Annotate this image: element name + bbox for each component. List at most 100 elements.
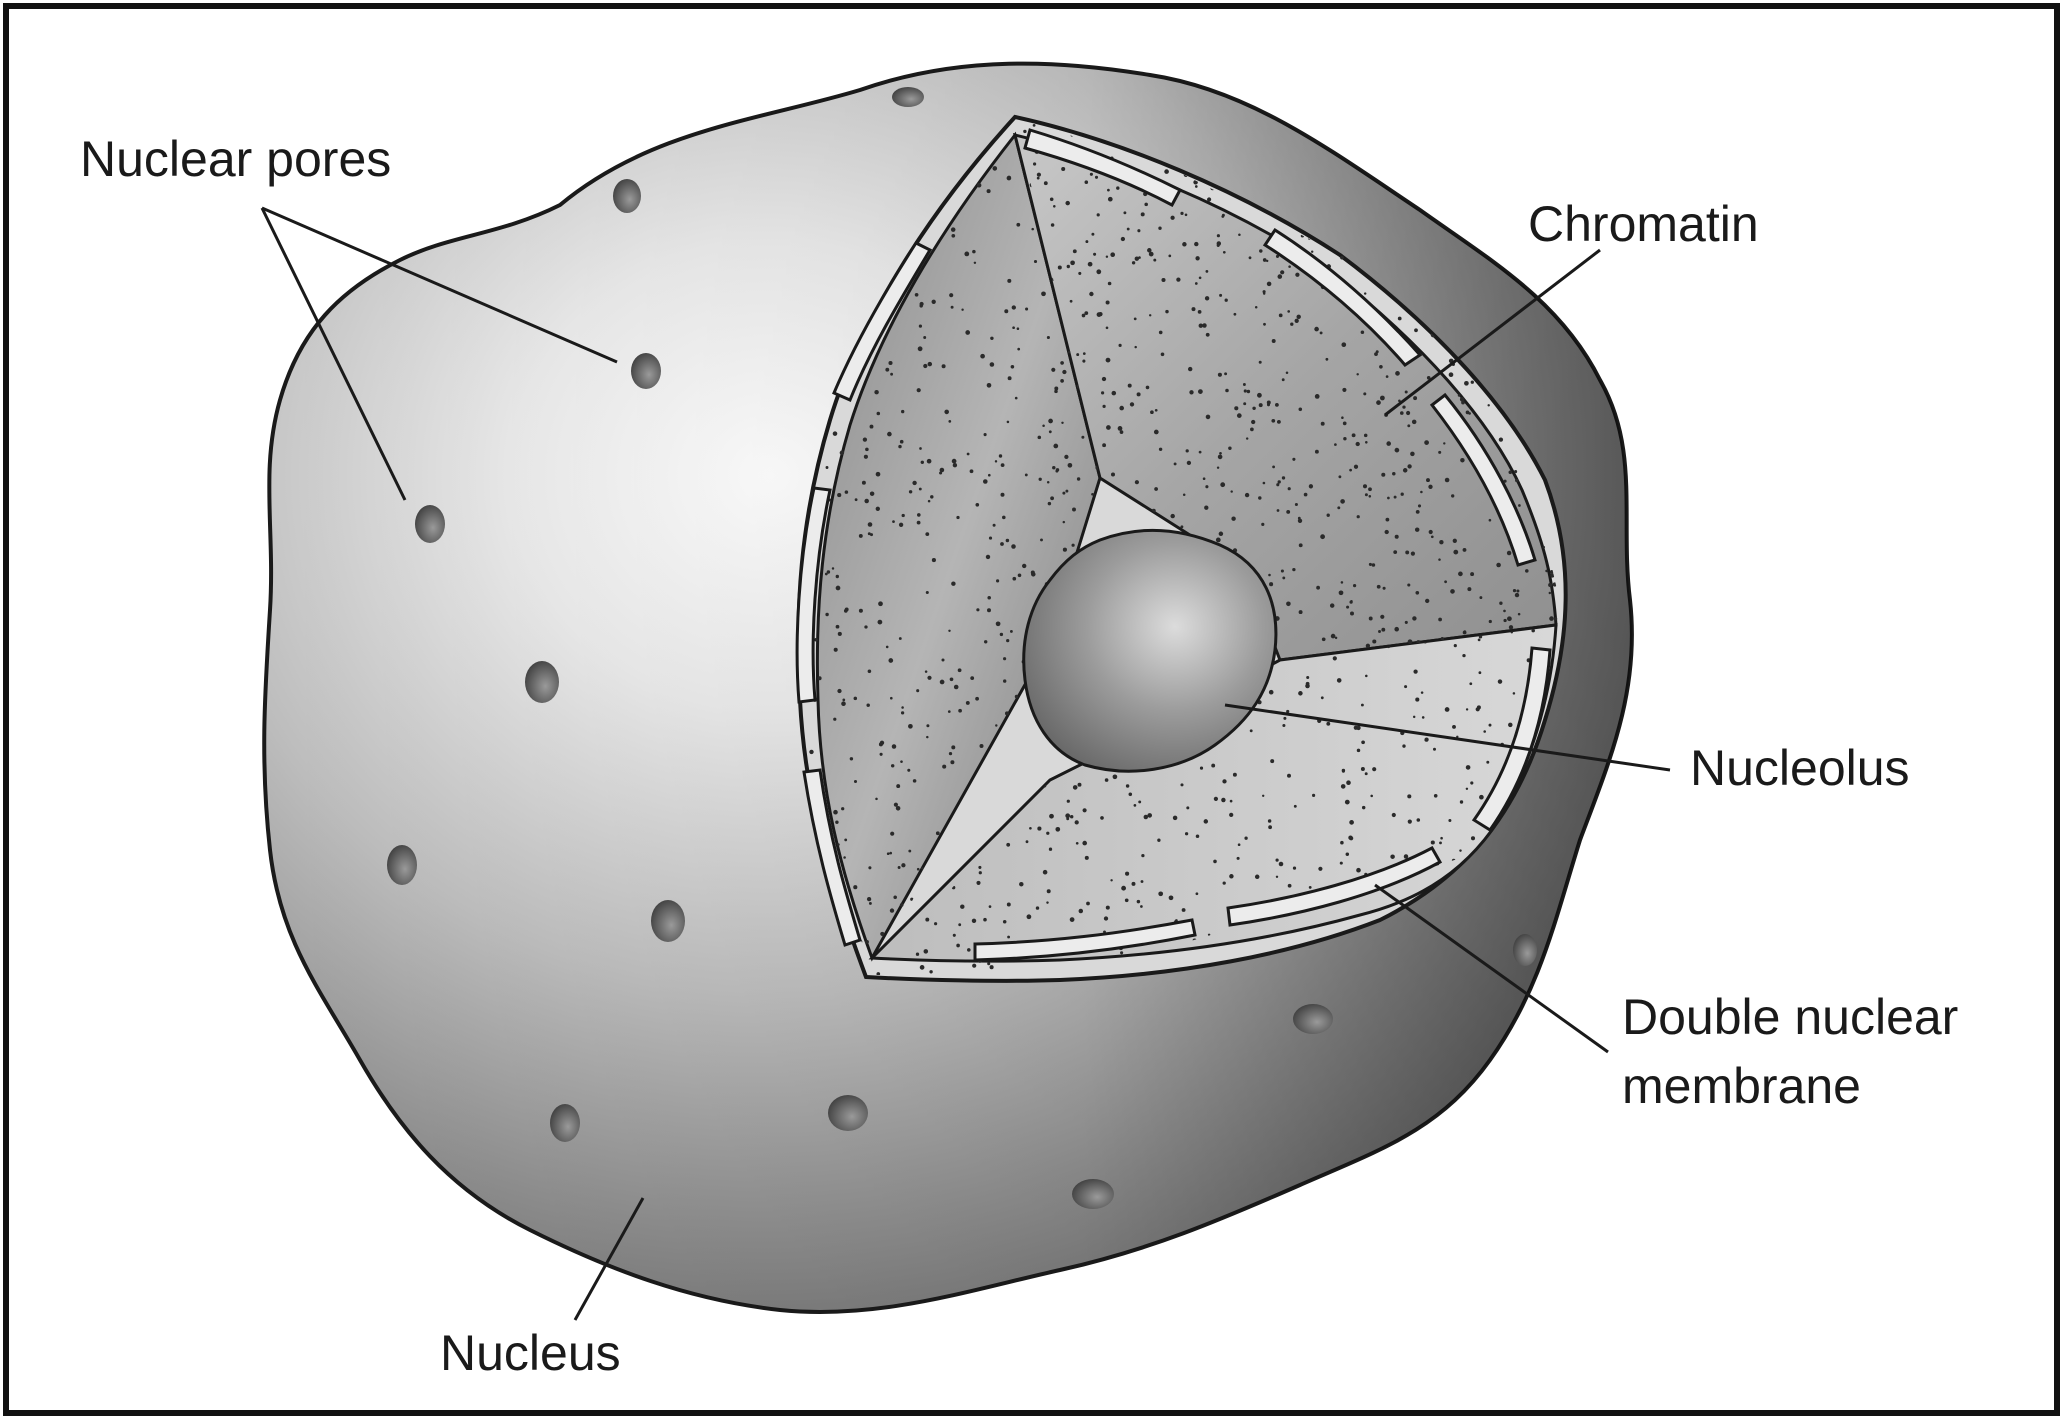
chromatin-dot bbox=[880, 753, 883, 756]
chromatin-dot bbox=[1018, 574, 1022, 578]
chromatin-dot bbox=[1340, 499, 1345, 504]
chromatin-dot bbox=[1185, 832, 1188, 835]
chromatin-dot bbox=[1280, 270, 1284, 274]
chromatin-dot bbox=[1353, 584, 1356, 587]
chromatin-dot bbox=[1218, 373, 1222, 377]
chromatin-dot bbox=[1467, 116, 1471, 120]
chromatin-dot bbox=[901, 410, 904, 413]
chromatin-dot bbox=[1283, 717, 1286, 720]
chromatin-dot bbox=[1361, 146, 1364, 149]
chromatin-dot bbox=[1405, 131, 1408, 134]
chromatin-dot bbox=[1001, 493, 1005, 497]
chromatin-dot bbox=[1243, 402, 1246, 405]
chromatin-dot bbox=[1287, 310, 1290, 313]
chromatin-dot bbox=[1385, 530, 1389, 534]
chromatin-dot bbox=[1309, 484, 1313, 488]
chromatin-dot bbox=[1144, 815, 1148, 819]
chromatin-dot bbox=[1085, 180, 1089, 184]
chromatin-dot bbox=[1180, 525, 1183, 528]
chromatin-dot bbox=[1247, 390, 1250, 393]
chromatin-dot bbox=[853, 885, 857, 889]
chromatin-dot bbox=[1218, 455, 1223, 460]
chromatin-dot bbox=[927, 676, 931, 680]
chromatin-dot bbox=[926, 736, 928, 738]
chromatin-dot bbox=[1149, 314, 1151, 316]
chromatin-dot bbox=[1320, 534, 1325, 539]
chromatin-dot bbox=[926, 591, 929, 594]
chromatin-dot bbox=[1073, 785, 1078, 790]
chromatin-dot bbox=[934, 922, 937, 925]
chromatin-dot bbox=[930, 495, 933, 498]
chromatin-dot bbox=[1102, 443, 1106, 447]
chromatin-dot bbox=[1002, 516, 1006, 520]
chromatin-dot bbox=[870, 491, 875, 496]
chromatin-dot bbox=[1400, 411, 1404, 415]
chromatin-dot bbox=[1100, 816, 1104, 820]
chromatin-dot bbox=[1199, 451, 1202, 454]
chromatin-dot bbox=[1500, 255, 1503, 258]
chromatin-dot bbox=[1165, 310, 1168, 313]
chromatin-dot bbox=[1352, 433, 1356, 437]
chromatin-dot bbox=[1063, 521, 1065, 523]
chromatin-dot bbox=[1417, 818, 1421, 822]
chromatin-dot bbox=[1293, 866, 1296, 869]
chromatin-dot bbox=[1196, 834, 1200, 838]
chromatin-dot bbox=[1154, 487, 1158, 491]
chromatin-dot bbox=[1034, 260, 1037, 263]
chromatin-dot bbox=[1221, 798, 1225, 802]
chromatin-dot bbox=[1336, 121, 1339, 124]
chromatin-dot bbox=[1542, 546, 1545, 549]
chromatin-dot bbox=[1194, 242, 1198, 246]
chromatin-dot bbox=[1363, 392, 1366, 395]
chromatin-dot bbox=[1365, 493, 1368, 496]
chromatin-dot bbox=[889, 852, 892, 855]
chromatin-dot bbox=[1081, 436, 1084, 439]
label-chromatin: Chromatin bbox=[1528, 196, 1759, 252]
chromatin-dot bbox=[1257, 393, 1262, 398]
chromatin-dot bbox=[1192, 307, 1196, 311]
chromatin-dot bbox=[990, 965, 994, 969]
chromatin-dot bbox=[1459, 849, 1461, 851]
chromatin-dot bbox=[1318, 867, 1322, 871]
chromatin-dot bbox=[1123, 211, 1126, 214]
chromatin-dot bbox=[972, 919, 976, 923]
chromatin-dot bbox=[1445, 478, 1450, 483]
chromatin-dot bbox=[1410, 183, 1413, 186]
chromatin-dot bbox=[1088, 262, 1093, 267]
chromatin-dot bbox=[1244, 389, 1247, 392]
chromatin-dot bbox=[1135, 257, 1139, 261]
chromatin-dot bbox=[1233, 773, 1237, 777]
chromatin-dot bbox=[925, 532, 929, 536]
chromatin-dot bbox=[864, 455, 868, 459]
chromatin-dot bbox=[1513, 589, 1516, 592]
chromatin-dot bbox=[907, 769, 910, 772]
chromatin-dot bbox=[1315, 394, 1320, 399]
nuclear-pore bbox=[415, 505, 445, 543]
chromatin-dot bbox=[1343, 437, 1346, 440]
chromatin-dot bbox=[1003, 920, 1007, 924]
chromatin-dot bbox=[996, 621, 1001, 626]
chromatin-dot bbox=[1186, 806, 1189, 809]
chromatin-dot bbox=[1426, 478, 1430, 482]
chromatin-dot bbox=[975, 697, 979, 701]
chromatin-dot bbox=[956, 516, 959, 519]
chromatin-dot bbox=[1153, 259, 1156, 262]
chromatin-dot bbox=[1364, 292, 1366, 294]
chromatin-dot bbox=[1521, 206, 1525, 210]
chromatin-dot bbox=[1470, 781, 1473, 784]
chromatin-dot bbox=[953, 463, 957, 467]
chromatin-dot bbox=[1440, 138, 1444, 142]
chromatin-dot bbox=[1461, 144, 1463, 146]
chromatin-dot bbox=[1033, 124, 1036, 127]
chromatin-dot bbox=[1349, 469, 1352, 472]
chromatin-dot bbox=[1076, 353, 1079, 356]
chromatin-dot bbox=[1348, 116, 1352, 120]
chromatin-dot bbox=[936, 831, 940, 835]
chromatin-dot bbox=[1369, 563, 1372, 566]
chromatin-dot bbox=[869, 902, 872, 905]
chromatin-dot bbox=[1004, 309, 1008, 313]
chromatin-dot bbox=[1369, 617, 1373, 621]
chromatin-dot bbox=[888, 658, 893, 663]
chromatin-dot bbox=[1356, 373, 1358, 375]
chromatin-dot bbox=[1049, 430, 1052, 433]
